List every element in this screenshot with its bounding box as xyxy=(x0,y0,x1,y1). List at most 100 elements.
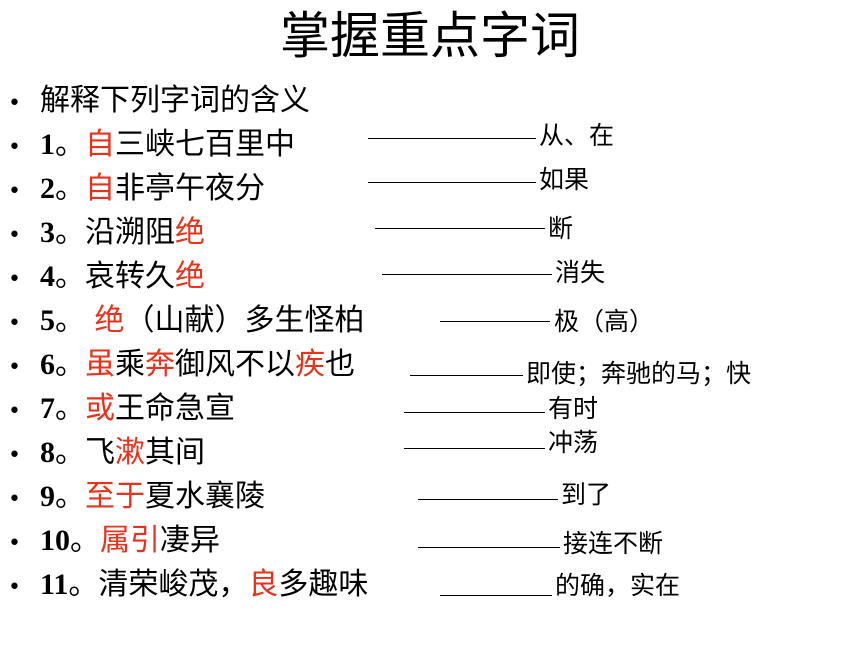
phrase-text: 凄异 xyxy=(160,523,220,558)
phrase-text: 沿溯阻 xyxy=(85,215,175,250)
item-separator: 。 xyxy=(68,567,99,602)
phrase-text: 御风不以 xyxy=(175,347,295,382)
bullet: • xyxy=(8,223,21,248)
vocab-item: • 1。自三峡七百里中 xyxy=(0,125,860,169)
vocab-phrase: 2。自非亭午夜分 xyxy=(40,171,265,207)
item-separator: 。 xyxy=(55,171,85,206)
heading-row: • 解释下列字词的含义 xyxy=(0,81,860,125)
bullet: • xyxy=(8,487,21,512)
answer-dash-line xyxy=(410,375,523,376)
item-number: 4 xyxy=(40,260,55,293)
answer-text: 到了 xyxy=(561,480,612,509)
highlighted-word: 至于 xyxy=(85,479,145,514)
phrase-text: 非亭午夜分 xyxy=(115,171,265,206)
vocab-phrase: 1。自三峡七百里中 xyxy=(40,127,295,163)
answer-text: 断 xyxy=(548,214,574,243)
item-separator: 。 xyxy=(55,479,85,514)
answer-text: 极（高） xyxy=(554,307,655,336)
highlighted-word: 绝 xyxy=(175,215,205,250)
vocab-item: • 8。飞漱其间 xyxy=(0,433,860,477)
phrase-text: 也 xyxy=(325,347,355,382)
vocab-item: • 6。虽乘奔御风不以疾也 xyxy=(0,345,860,389)
phrase-text: （山献）多生怪柏 xyxy=(124,303,365,338)
bullet: • xyxy=(8,179,21,204)
answer-text: 接连不断 xyxy=(563,529,664,558)
answer-text: 消失 xyxy=(555,258,606,287)
vocab-item: • 2。自非亭午夜分 xyxy=(0,169,860,213)
vocab-phrase: 3。沿溯阻绝 xyxy=(40,215,205,251)
bullet: • xyxy=(8,267,21,292)
vocab-phrase: 7。或王命急宣 xyxy=(40,391,235,427)
heading-text: 解释下列字词的含义 xyxy=(40,83,310,118)
vocab-item: • 11。清荣峻茂，良多趣味 xyxy=(0,565,860,609)
vocab-phrase: 5。 绝（山献）多生怪柏 xyxy=(40,303,365,339)
phrase-text: 清荣峻茂， xyxy=(98,567,249,602)
answer-dash-line xyxy=(418,547,560,548)
phrase-text: 三峡七百里中 xyxy=(115,127,295,162)
item-number: 5 xyxy=(40,304,55,337)
phrase-text: 夏水襄陵 xyxy=(145,479,265,514)
vocab-item: • 7。或王命急宣 xyxy=(0,389,860,433)
answer-dash-line xyxy=(404,448,545,449)
highlighted-word: 虽 xyxy=(85,347,115,382)
item-number: 11 xyxy=(40,568,69,601)
answer-dash-line xyxy=(382,274,552,275)
highlighted-word: 自 xyxy=(85,127,115,162)
phrase-text: 飞 xyxy=(85,435,115,470)
bullet: • xyxy=(8,399,21,424)
item-number: 9 xyxy=(40,480,55,513)
vocab-phrase: 11。清荣峻茂，良多趣味 xyxy=(40,567,368,603)
answer-dash-line xyxy=(368,182,536,183)
vocab-item: • 9。至于夏水襄陵 xyxy=(0,477,860,521)
phrase-text: 其间 xyxy=(145,435,205,470)
highlighted-word: 自 xyxy=(85,171,115,206)
vocab-item: • 3。沿溯阻绝 xyxy=(0,213,860,257)
bullet: • xyxy=(8,355,21,380)
answer-dash-line xyxy=(404,412,545,413)
item-separator: 。 xyxy=(70,523,100,558)
item-number: 7 xyxy=(40,392,55,425)
highlighted-word: 属引 xyxy=(100,523,160,558)
highlighted-word: 奔 xyxy=(145,347,175,382)
vocab-item: • 4。哀转久绝 xyxy=(0,257,860,301)
answer-dash-line xyxy=(440,321,550,322)
answer-text: 的确，实在 xyxy=(555,571,681,600)
bullet: • xyxy=(8,443,21,468)
item-separator: 。 xyxy=(55,259,85,294)
vocab-item: • 10。属引凄异 xyxy=(0,521,860,565)
phrase-text: 乘 xyxy=(115,347,145,382)
highlighted-word: 或 xyxy=(85,391,115,426)
highlighted-word: 漱 xyxy=(115,435,145,470)
bullet: • xyxy=(8,531,21,556)
item-number: 1 xyxy=(40,128,55,161)
answer-dash-line xyxy=(440,595,552,596)
answer-text: 从、在 xyxy=(539,121,615,150)
bullet: • xyxy=(8,135,21,160)
bullet: • xyxy=(8,575,21,600)
vocab-phrase: 4。哀转久绝 xyxy=(40,259,205,295)
phrase-text: 多趣味 xyxy=(278,567,369,602)
item-separator: 。 xyxy=(55,347,85,382)
vocab-phrase: 10。属引凄异 xyxy=(40,523,220,559)
highlighted-word: 绝 xyxy=(94,303,125,338)
item-separator: 。 xyxy=(55,391,85,426)
vocab-phrase: 6。虽乘奔御风不以疾也 xyxy=(40,347,355,383)
answer-text: 如果 xyxy=(539,165,590,194)
bullet: • xyxy=(8,91,21,116)
item-number: 8 xyxy=(40,436,55,469)
answer-text: 即使；奔驰的马；快 xyxy=(526,359,752,388)
answer-text: 冲荡 xyxy=(548,428,599,457)
item-number: 10 xyxy=(40,524,70,557)
item-number: 2 xyxy=(40,172,55,205)
answer-dash-line xyxy=(368,138,536,139)
item-separator: 。 xyxy=(55,435,85,470)
answer-dash-line xyxy=(375,228,545,229)
vocab-phrase: 8。飞漱其间 xyxy=(40,435,205,471)
vocab-phrase: 9。至于夏水襄陵 xyxy=(40,479,265,515)
item-separator: 。 xyxy=(55,303,95,338)
vocab-item: • 5。 绝（山献）多生怪柏 xyxy=(0,301,860,345)
item-separator: 。 xyxy=(55,127,85,162)
bullet: • xyxy=(8,311,21,336)
answer-dash-line xyxy=(418,499,558,500)
phrase-text: 王命急宣 xyxy=(115,391,235,426)
